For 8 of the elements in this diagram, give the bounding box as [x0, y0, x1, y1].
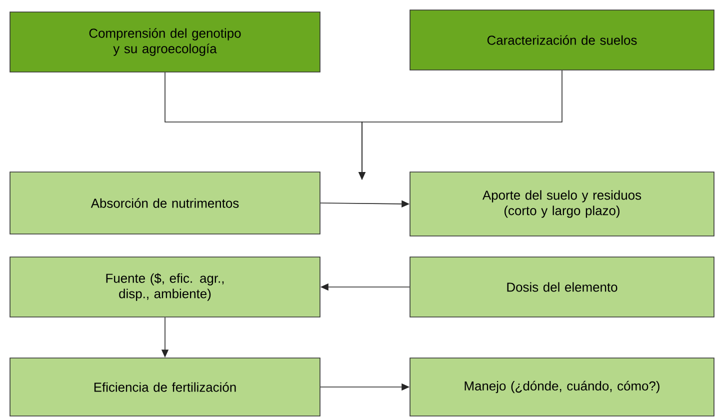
process-box: Absorción de nutrimentos — [10, 172, 320, 234]
process-box: Caracterización de suelos — [410, 10, 714, 70]
process-box: Comprensión del genotipo y su agroecología — [10, 12, 320, 72]
process-box: Fuente ($, efic. agr., disp., ambiente) — [10, 256, 320, 318]
process-box: Aporte del suelo y residuos (corto y largo plazo) — [410, 172, 714, 236]
process-box: Dosis del elemento — [410, 256, 714, 318]
process-box: Manejo (¿dónde, cuándo, cómo?) — [410, 358, 714, 416]
process-box: Eficiencia de fertilización — [10, 358, 320, 416]
